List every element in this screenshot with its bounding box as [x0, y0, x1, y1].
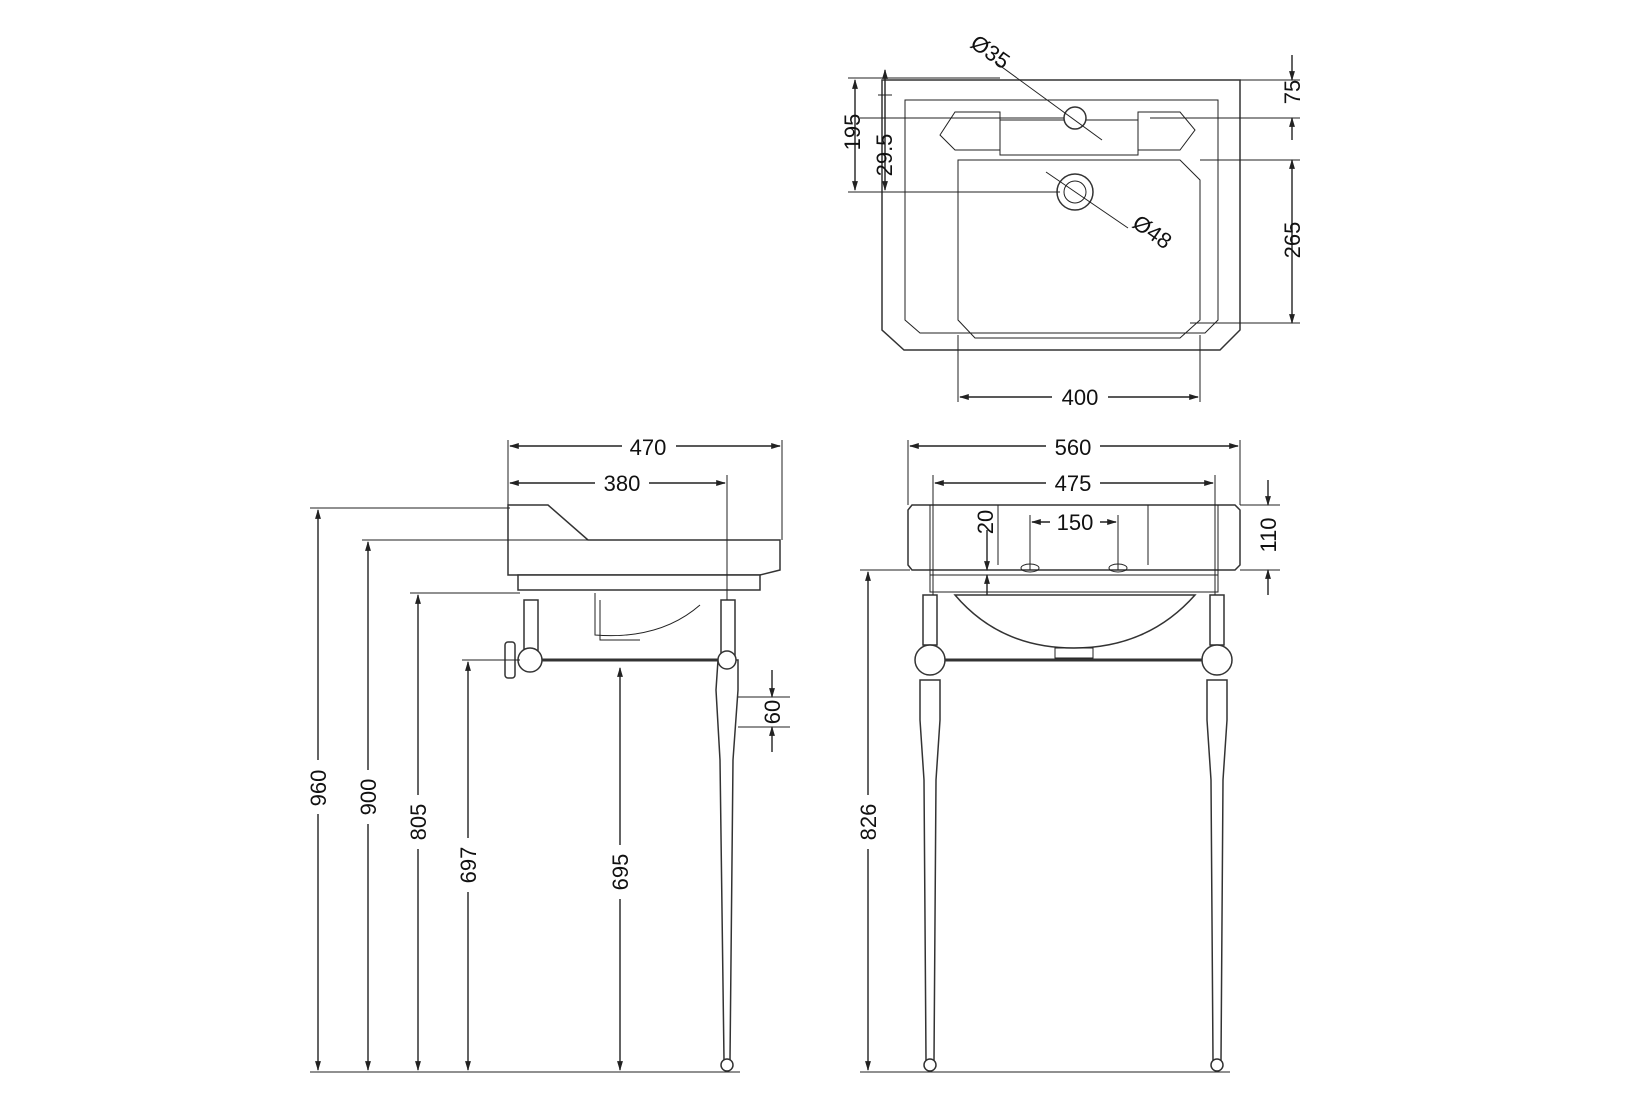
front-width-label: 560 [1055, 435, 1092, 460]
side-trap-height-label: 695 [608, 854, 633, 891]
plan-rim-label: 75 [1280, 80, 1305, 104]
front-tap-centres-label: 150 [1057, 510, 1094, 535]
side-total-height-label: 960 [306, 770, 331, 807]
plan-view: 400 Ø35 Ø48 195 29.5 75 265 [840, 30, 1305, 410]
front-view: 560 475 150 20 110 826 [855, 430, 1281, 1073]
plan-bowl-depth-label: 265 [1280, 222, 1305, 259]
plan-depth-label: 195 [840, 114, 865, 151]
plan-tap-hole-label: Ø35 [966, 30, 1014, 74]
plan-offset-label: 29.5 [872, 134, 897, 177]
side-depth-label: 470 [630, 435, 667, 460]
side-view: 470 380 960 900 805 697 695 60 [305, 430, 790, 1073]
front-leg-width-label: 475 [1055, 471, 1092, 496]
side-leg-depth-label: 380 [604, 471, 641, 496]
front-basin-height-label: 110 [1256, 517, 1281, 552]
plan-bowl-width-label: 400 [1062, 385, 1099, 410]
side-collar-label: 60 [760, 700, 785, 724]
side-under-height-label: 805 [406, 804, 431, 841]
front-under-height-label: 826 [856, 804, 881, 841]
side-rail-height-label: 697 [456, 847, 481, 884]
side-rim-height-label: 900 [356, 779, 381, 816]
front-tap-offset-label: 20 [973, 510, 998, 534]
